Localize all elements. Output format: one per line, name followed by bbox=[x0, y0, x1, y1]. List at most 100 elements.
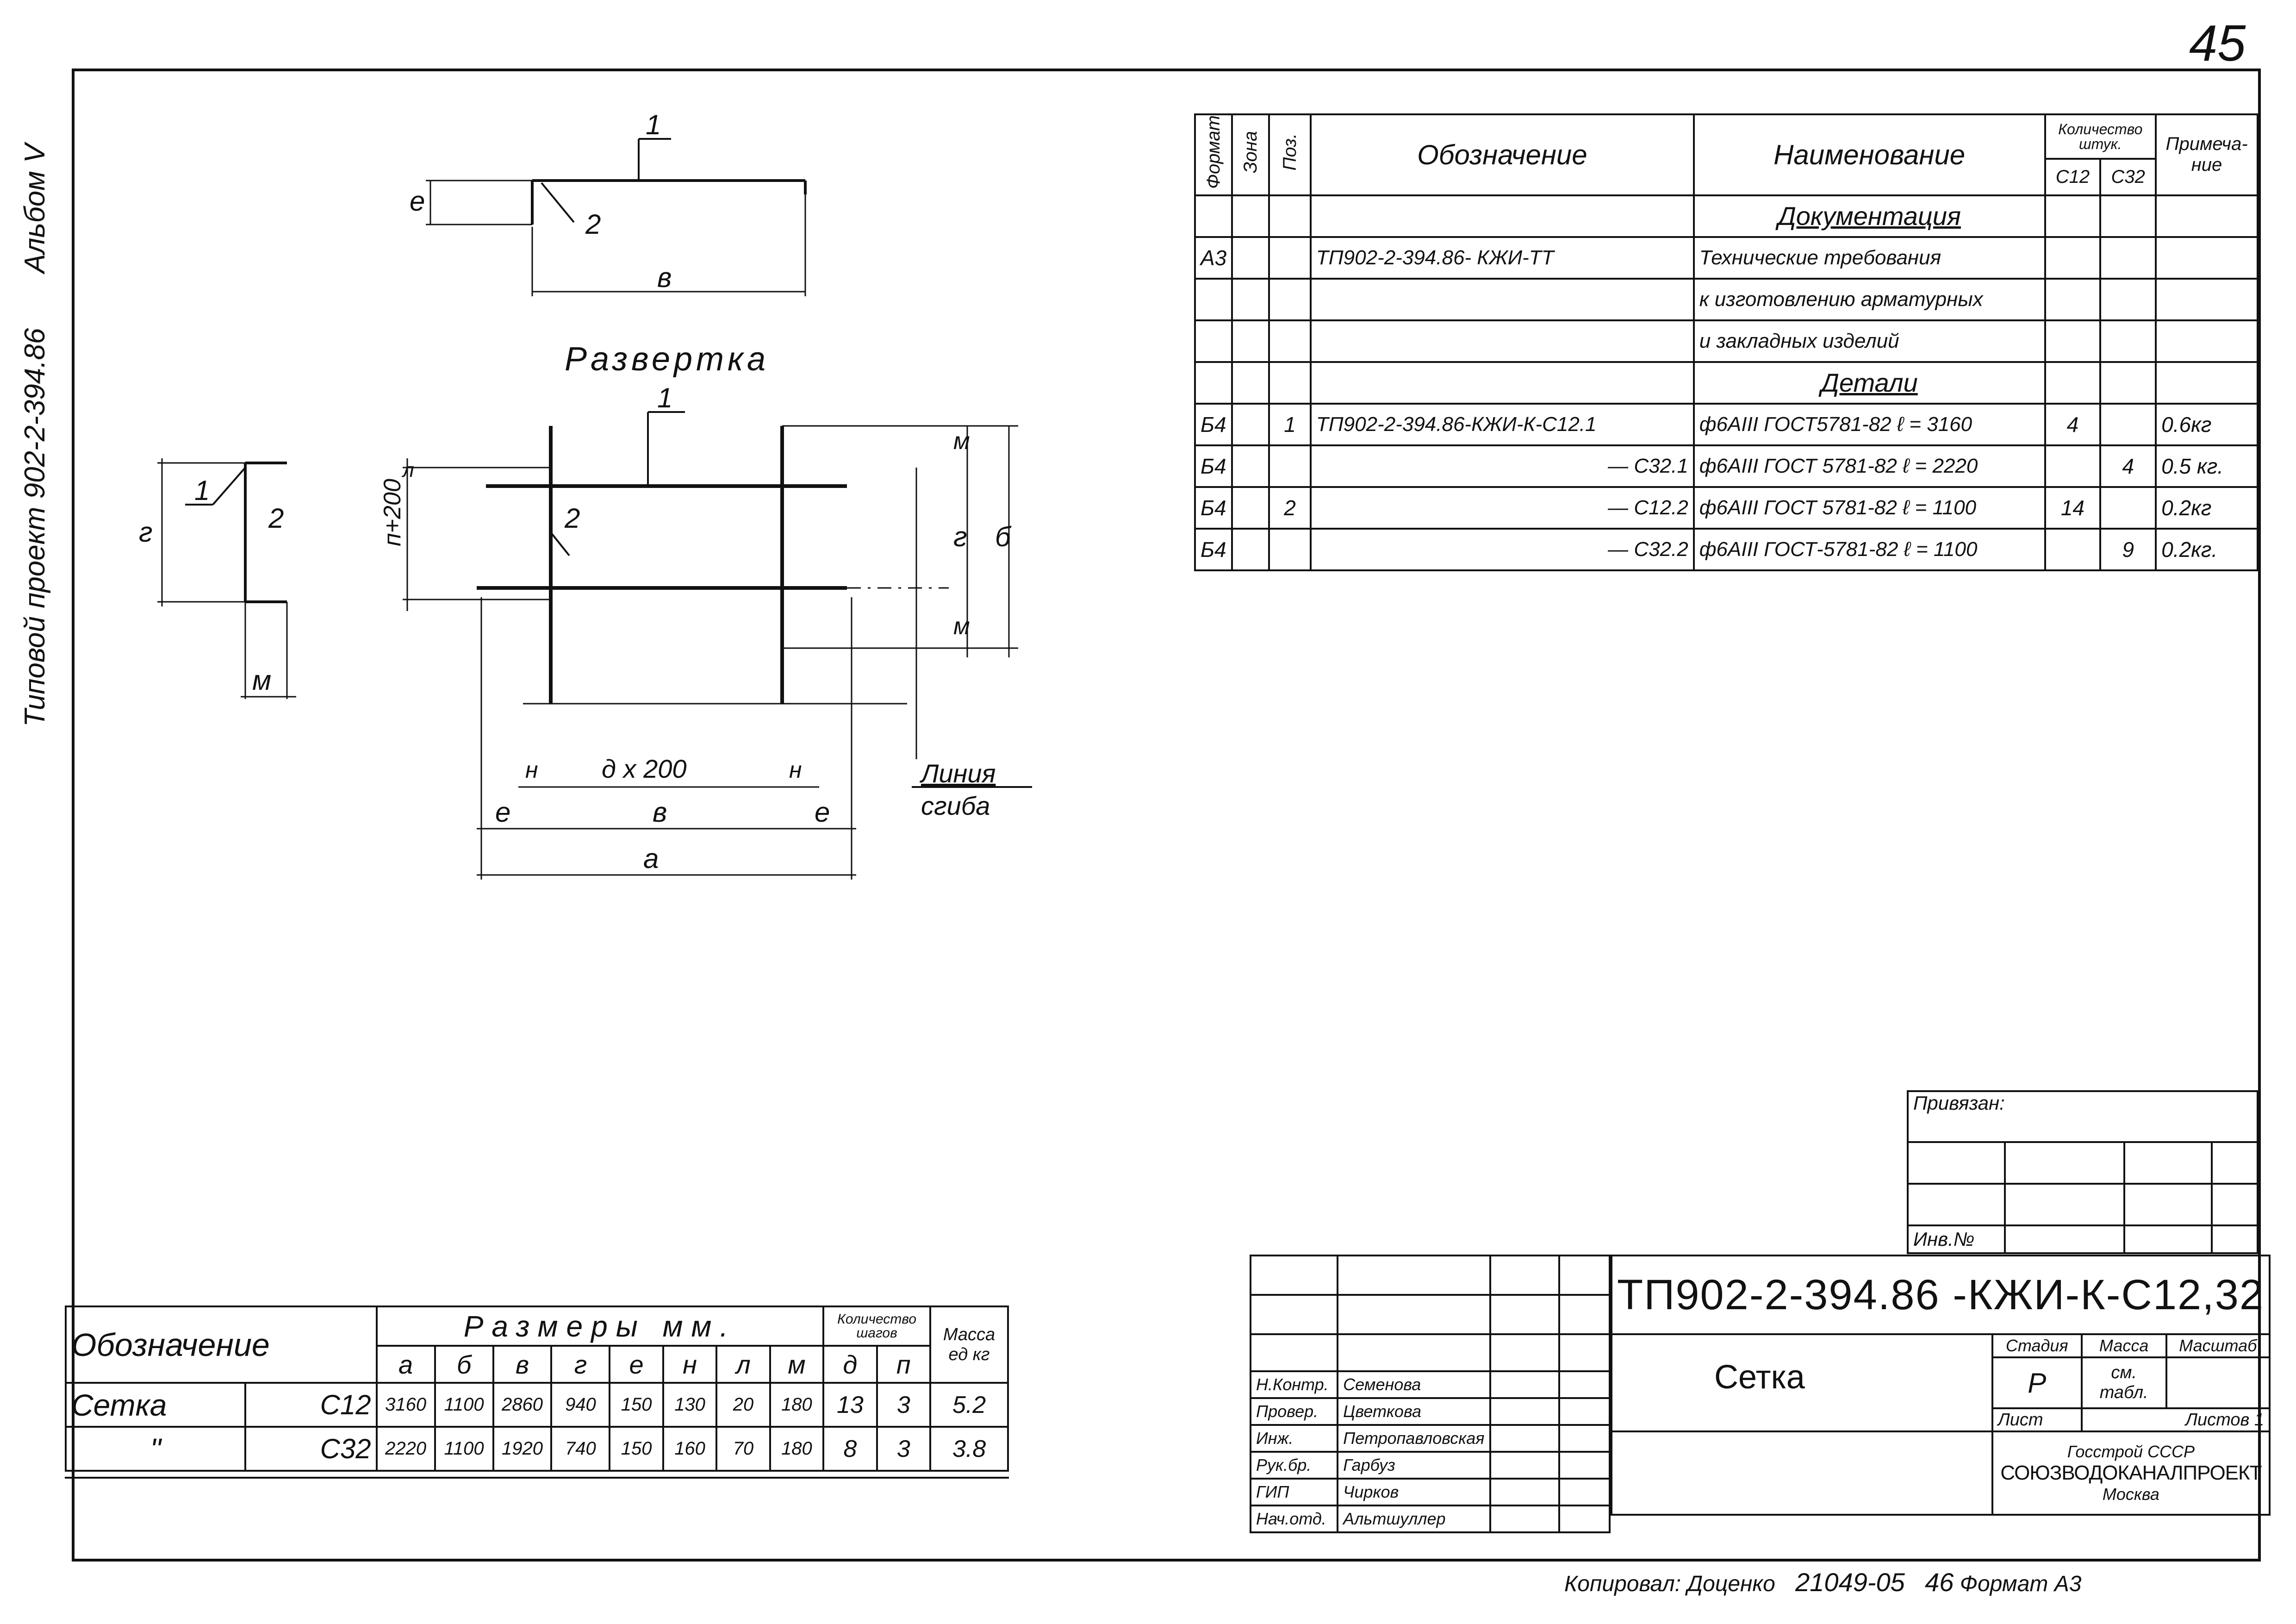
dims-cell-a: 3160 bbox=[375, 1382, 436, 1428]
spec-pos bbox=[1268, 444, 1312, 488]
staff-name: Альтшуллер bbox=[1337, 1505, 1491, 1533]
doc-code: ТП902-2-394.86 -КЖИ-К-С12,32 bbox=[1610, 1255, 2271, 1335]
spec-designation bbox=[1309, 277, 1695, 321]
spec-name: Технические требования bbox=[1692, 236, 2046, 280]
spec-note bbox=[2155, 361, 2259, 405]
dims-cell-mass: 5.2 bbox=[929, 1382, 1009, 1428]
dims-hdr-sizes: Размеры мм. bbox=[375, 1305, 825, 1347]
stage-value: Р bbox=[1991, 1356, 2083, 1409]
dims-hdr-mass: Масса ед кг bbox=[929, 1305, 1009, 1384]
dims-cell-n: 130 bbox=[662, 1382, 718, 1428]
spec-c32: 9 bbox=[2099, 527, 2157, 571]
spec-designation bbox=[1309, 361, 1695, 405]
inv-label: Инв.№ bbox=[1907, 1224, 2006, 1254]
hdr-qty: Количество штук. bbox=[2044, 113, 2157, 160]
staff-date bbox=[1558, 1397, 1611, 1426]
spec-c32 bbox=[2099, 319, 2157, 363]
spec-c12 bbox=[2044, 444, 2102, 488]
dims-col-0: а bbox=[375, 1345, 436, 1384]
spec-designation: ТП902-2-394.86- КЖИ-ТТ bbox=[1309, 236, 1695, 280]
dims-cell-name: Сетка bbox=[64, 1382, 247, 1428]
spec-zone bbox=[1231, 277, 1270, 321]
spec-name: ф6АIII ГОСТ 5781-82 ℓ = 1100 bbox=[1692, 486, 2046, 530]
dims-cell-d: 13 bbox=[822, 1382, 878, 1428]
staff-date bbox=[1558, 1478, 1611, 1506]
staff-row: Инж.Петропавловская bbox=[1249, 1424, 1611, 1453]
label-e-top: е bbox=[410, 186, 425, 217]
dims-col-7: м bbox=[769, 1345, 825, 1384]
spec-name: ф6АIII ГОСТ 5781-82 ℓ = 2220 bbox=[1692, 444, 2046, 488]
page-number: 45 bbox=[2189, 15, 2246, 72]
spec-pos: 1 bbox=[1268, 402, 1312, 446]
spec-format: Б4 bbox=[1194, 444, 1233, 488]
privyazan-box: Привязан: Инв.№ bbox=[1907, 1090, 2259, 1254]
spec-name: ф6АIII ГОСТ-5781-82 ℓ = 1100 bbox=[1692, 527, 2046, 571]
bend-line-label-1: Линия bbox=[920, 759, 996, 788]
dims-cell-l: 20 bbox=[716, 1382, 771, 1428]
spec-zone bbox=[1231, 194, 1270, 238]
dims-cell-d: 8 bbox=[822, 1426, 878, 1472]
staff-row: Нач.отд.Альтшуллер bbox=[1249, 1505, 1611, 1533]
staff-role: Рук.бр. bbox=[1249, 1451, 1339, 1480]
dims-cell-mass: 3.8 bbox=[929, 1426, 1009, 1472]
spec-name: Документация bbox=[1692, 194, 2046, 238]
spec-row: Детали bbox=[1194, 361, 2259, 405]
spec-format bbox=[1194, 361, 1233, 405]
spec-pos: 2 bbox=[1268, 486, 1312, 530]
staff-row: Рук.бр.Гарбуз bbox=[1249, 1451, 1611, 1480]
item-name: Сетка bbox=[1611, 1333, 1993, 1432]
dims-cell-n: 160 bbox=[662, 1426, 718, 1472]
dims-cell-v: 2860 bbox=[492, 1382, 553, 1428]
spec-c12 bbox=[2044, 194, 2102, 238]
spec-c32 bbox=[2099, 277, 2157, 321]
staff-role: Н.Контр. bbox=[1249, 1370, 1339, 1399]
spec-format bbox=[1194, 194, 1233, 238]
footer-sheet-no: 46 bbox=[1925, 1568, 1954, 1597]
label-a-bottom: а bbox=[643, 843, 659, 874]
footer-number: 21049-05 bbox=[1795, 1568, 1905, 1597]
spec-c12: 14 bbox=[2044, 486, 2102, 530]
spec-pos bbox=[1268, 236, 1312, 280]
spec-name: Детали bbox=[1692, 361, 2046, 405]
dims-col-8: д bbox=[822, 1345, 878, 1384]
staff-signature bbox=[1489, 1505, 1560, 1533]
dims-cell-e: 150 bbox=[609, 1382, 664, 1428]
dims-col-1: б bbox=[434, 1345, 494, 1384]
staff-signature bbox=[1489, 1451, 1560, 1480]
spec-note: 0.5 кг. bbox=[2155, 444, 2259, 488]
label-pitch-n: п+200 bbox=[379, 479, 406, 546]
staff-name: Цветкова bbox=[1337, 1397, 1491, 1426]
spec-row: к изготовлению арматурных bbox=[1194, 277, 2259, 321]
hdr-pos: Поз. bbox=[1268, 113, 1312, 196]
label-n-left: н bbox=[525, 757, 538, 783]
spec-c12 bbox=[2044, 236, 2102, 280]
spec-c32 bbox=[2099, 236, 2157, 280]
spec-c32 bbox=[2099, 402, 2157, 446]
dims-cell-l: 70 bbox=[716, 1426, 771, 1472]
footer-copied: Копировал: Доценко bbox=[1564, 1572, 1775, 1596]
spec-table: Формат Зона Поз. Обозначение Наименовани… bbox=[1194, 113, 2259, 571]
dims-col-9: п bbox=[876, 1345, 932, 1384]
spec-note: 0.2кг bbox=[2155, 486, 2259, 530]
staff-date bbox=[1558, 1370, 1611, 1399]
dims-col-6: л bbox=[716, 1345, 771, 1384]
spec-c12 bbox=[2044, 527, 2102, 571]
label-bb-right: б bbox=[995, 521, 1012, 552]
spec-c12: 4 bbox=[2044, 402, 2102, 446]
dims-cell-m: 180 bbox=[769, 1382, 825, 1428]
staff-name: Семенова bbox=[1337, 1370, 1491, 1399]
mesh-unfolded bbox=[403, 411, 1032, 880]
spec-c12 bbox=[2044, 319, 2102, 363]
spec-designation: ТП902-2-394.86-КЖИ-К-С12.1 bbox=[1309, 402, 1695, 446]
label-2-section: 2 bbox=[268, 503, 284, 534]
spec-designation: — С32.2 bbox=[1309, 527, 1695, 571]
spec-note bbox=[2155, 236, 2259, 280]
spec-format bbox=[1194, 277, 1233, 321]
staff-name: Петропавловская bbox=[1337, 1424, 1491, 1453]
label-n-right: н bbox=[789, 757, 802, 783]
hdr-c32: С32 bbox=[2099, 157, 2157, 196]
hdr-zone: Зона bbox=[1231, 113, 1270, 196]
